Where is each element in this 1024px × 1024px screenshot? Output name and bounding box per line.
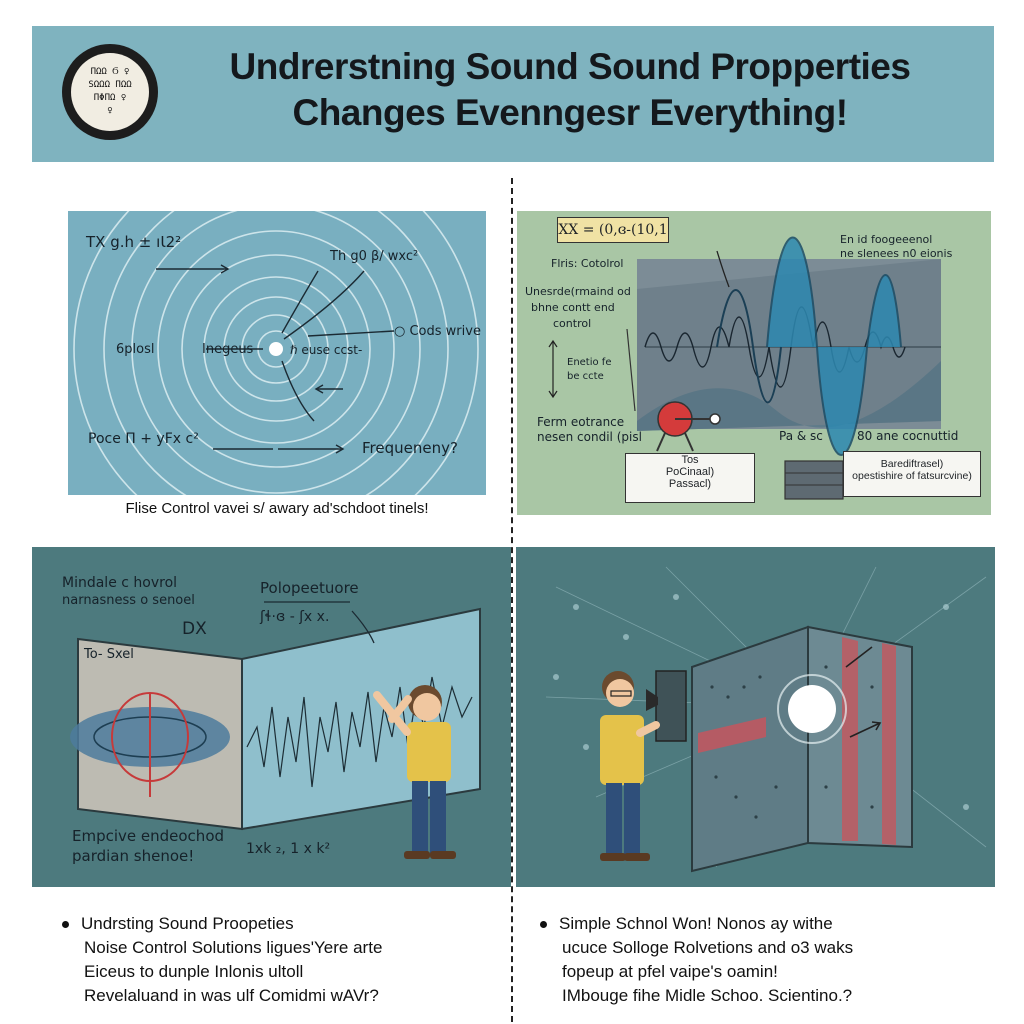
wave-formula-2: Th g0 β/ wxc²	[330, 249, 419, 264]
wave-formula-1: TX g.h ± ıƖ2²	[86, 233, 182, 251]
title-line-1: Undrerstning Sound Sound Propperties	[229, 46, 911, 87]
bullet-left-1: Undrsting Sound Proopeties	[62, 912, 382, 936]
intensity-label: Inegeus	[202, 342, 254, 357]
left-note-1: Flris: Cotolrol	[551, 257, 624, 270]
bullet-left-3: Eiceus to dunple Inlonis ultoll	[84, 962, 304, 981]
top-formula: ʃɬ·ɞ - ʃx x.	[260, 609, 330, 625]
page-title: Undrerstning Sound Sound Propperties Cha…	[170, 44, 970, 136]
left-note-3: bhne contt end	[531, 301, 615, 314]
bottom-formula: 1xk ₂, 1 x k²	[246, 841, 331, 857]
note-box-1: Tos PoCinaal) Passacl)	[625, 453, 755, 503]
side-label: To- Sxel	[84, 647, 134, 662]
note-box-2: Barediftrasel) opestishire of fatsurcvin…	[843, 451, 981, 497]
bullet-left-1-text: Undrsting Sound Proopeties	[81, 914, 294, 933]
logo-text-3: ΠΦΠΩ ♀	[93, 93, 127, 103]
bullet-right-4: IMbouge fihe Midle Schoo. Scientino.?	[562, 986, 853, 1005]
bullet-right-1: Simple Schnol Won! Nonos ay withe	[540, 912, 853, 936]
top-label: Polopeetuore	[260, 579, 359, 597]
bullet-dot-icon	[540, 921, 547, 929]
title-line-2: Changes Evenngesr Everything!	[292, 92, 848, 133]
tl-note-2: narnasness o senoel	[62, 593, 195, 608]
school-logo: ΠΩΩ Ϭ ♀ SΩΩΩ ΠΩΩ ΠΦΠΩ ♀ ♀	[62, 44, 158, 140]
bullets-right: Simple Schnol Won! Nonos ay withe ucuce …	[540, 912, 853, 1008]
note-box-1-line-2: PoCinaal)	[665, 466, 715, 478]
bullet-left-2: Noise Control Solutions ligues'Yere arte	[84, 938, 383, 957]
bullet-right-2: ucuce Solloge Rolvetions and o3 waks	[562, 938, 854, 957]
bullet-left-4: Revelaluand in was ulf Comidmi wAVr?	[84, 986, 379, 1005]
bl-note-1: Empcive endeochod	[72, 827, 225, 845]
power-formula: Poce Π + yFx c²	[88, 431, 199, 447]
waveboard-graphic	[70, 601, 481, 859]
formula-box: XX = (0,ɞ-(10,1	[557, 217, 669, 243]
logo-text-4: ♀	[107, 106, 113, 116]
top-right-note-1: En id foogeeenol	[840, 233, 933, 246]
center-divider	[511, 178, 513, 1022]
bl-note-2: pardian shenoe!	[72, 847, 195, 865]
acoustic-panel-graphic	[545, 566, 987, 873]
waves-label: ○ Cods wrive	[394, 324, 481, 339]
waveform-graphic	[548, 236, 941, 500]
logo-text-1: ΠΩΩ Ϭ ♀	[90, 67, 130, 77]
bullet-right-1-text: Simple Schnol Won! Nonos ay withe	[559, 914, 833, 933]
bottom-note-1: Ferm eotrance	[537, 415, 625, 429]
bullet-right-3: fopeup at pfel vaipe's oamin!	[562, 962, 778, 981]
bottom-mid-note-2: 80 ane cocnuttid	[857, 429, 959, 443]
left-note-2: Unesrde(rmaind od	[525, 285, 631, 298]
logo-text-2: SΩΩΩ ΠΩΩ	[88, 80, 132, 90]
source-label: 6plosl	[116, 342, 155, 357]
acoustic-panel-scene	[516, 547, 995, 887]
note-box-2-line-1: Barediftrasel)	[880, 458, 944, 470]
note-box-2-line-2: opestishire of fatsurcvine)	[852, 470, 972, 482]
logo-emblem: ΠΩΩ Ϭ ♀ SΩΩΩ ΠΩΩ ΠΦΠΩ ♀ ♀	[71, 53, 149, 131]
waveform-panel: XX = (0,ɞ-(10,1 En id foogeeenol ne slen…	[517, 211, 991, 515]
tl-note-1: Mindale c hovrol	[62, 575, 178, 591]
axis-note-2: be ccte	[567, 371, 604, 382]
cause-label: ℏ euse ccst-	[290, 343, 363, 357]
concentric-waves-graphic	[73, 211, 479, 495]
bullet-dot-icon	[62, 921, 69, 929]
bullets-left: Undrsting Sound Proopeties Noise Control…	[62, 912, 382, 1008]
axis-note-1: Enetio fe	[567, 357, 612, 368]
note-box-1-line-3: Passacl)	[668, 478, 712, 490]
left-note-4: control	[553, 317, 592, 330]
bottom-note-2: nesen condil (pisl	[537, 430, 642, 444]
sound-wave-panel: TX g.h ± ıƖ2² Th g0 β/ wxc² ○ Cods wrive…	[68, 211, 486, 495]
frequency-label: Frequeneny?	[362, 439, 458, 457]
header-banner	[32, 26, 994, 162]
bottom-mid-note-1: Pa & sc	[779, 429, 823, 443]
dx-label: DX	[182, 619, 207, 639]
note-box-1-line-1: Tos	[681, 454, 699, 466]
top-right-note-2: ne slenees n0 eionis	[840, 247, 953, 260]
panel1-caption: Flise Control vavei s/ awary ad'schdoot …	[125, 500, 429, 517]
student-waveboard-panel: Mindale c hovrol narnasness o senoel Pol…	[32, 547, 511, 887]
